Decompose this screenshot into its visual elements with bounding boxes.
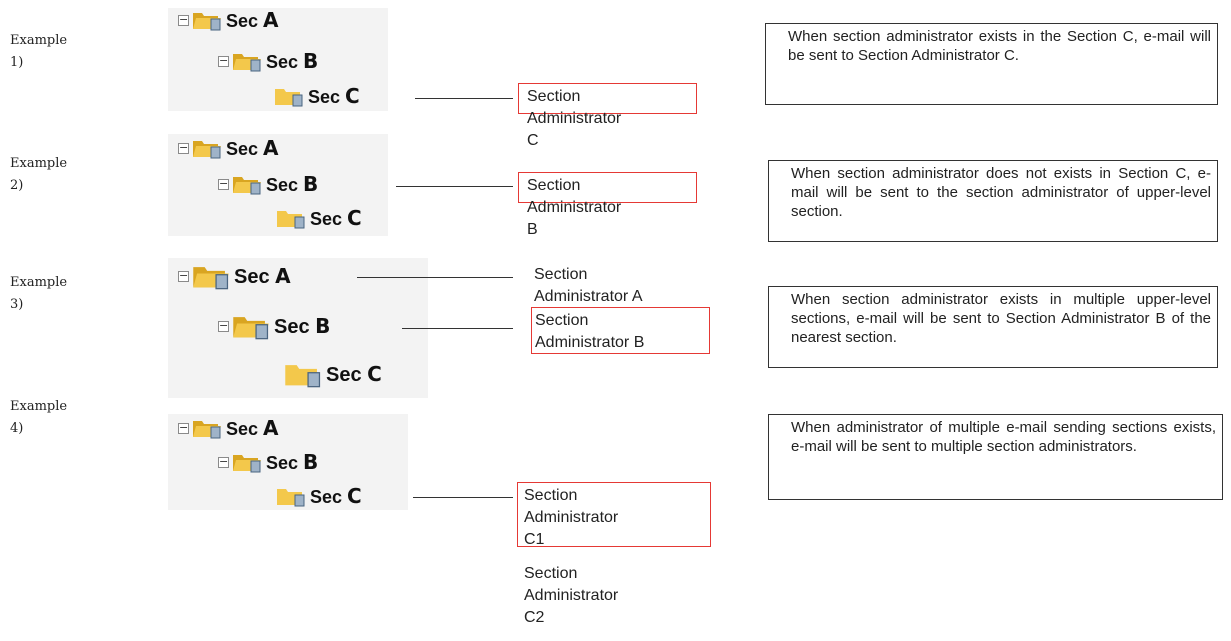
section-label: Sec B [274, 313, 331, 338]
folder-icon [275, 89, 303, 107]
connector-line [415, 98, 513, 99]
section-label: Sec C [310, 206, 362, 230]
highlight-box [518, 83, 697, 114]
collapse-icon[interactable]: − [218, 318, 229, 332]
highlight-box [518, 172, 697, 203]
tree-node-sec-b[interactable]: − Sec B [218, 172, 318, 196]
section-administrator-label: Section Administrator B [535, 312, 645, 351]
tree-node-sec-c[interactable]: Sec C [284, 360, 382, 388]
section-administrator-label: Section Administrator C [527, 88, 622, 149]
collapse-icon[interactable]: − [218, 53, 229, 67]
explanation-note: When section administrator does not exis… [768, 160, 1218, 242]
section-administrator-label: Section Administrator B [527, 177, 622, 238]
section-administrator-label: Section Administrator A [534, 266, 643, 305]
section-label: Sec C [326, 361, 382, 386]
open-folder-icon [233, 177, 261, 195]
explanation-note: When section administrator exists in mul… [768, 286, 1218, 368]
section-label: Sec A [226, 136, 279, 160]
highlight-box [517, 482, 711, 547]
section-label: Sec A [226, 8, 279, 32]
section-label: Sec B [266, 49, 319, 73]
section-label: Sec C [310, 484, 362, 508]
folder-icon [277, 211, 305, 229]
collapse-icon[interactable]: − [218, 454, 229, 468]
collapse-icon[interactable]: − [178, 140, 189, 154]
tree-node-sec-b[interactable]: − Sec B [218, 450, 318, 474]
connector-line [402, 328, 513, 329]
example-1-label: Example 1) [10, 33, 68, 70]
open-folder-icon [233, 455, 261, 473]
tree-node-sec-c[interactable]: Sec C [276, 206, 362, 230]
open-folder-icon [193, 267, 229, 290]
connector-line [357, 277, 513, 278]
section-label: Sec B [266, 450, 319, 474]
explanation-note: When administrator of multiple e-mail se… [768, 414, 1223, 500]
folder-icon [277, 489, 305, 507]
explanation-note: When section administrator exists in the… [765, 23, 1218, 105]
section-label: Sec A [226, 416, 279, 440]
tree-node-sec-a[interactable]: − Sec A [178, 136, 279, 160]
connector-line [413, 497, 513, 498]
tree-node-sec-c[interactable]: Sec C [276, 484, 362, 508]
tree-node-sec-b[interactable]: − Sec B [218, 49, 318, 73]
highlight-box [531, 307, 710, 354]
open-folder-icon [233, 317, 269, 340]
section-administrator-label: Section Administrator C2 [524, 565, 619, 626]
section-label: Sec A [234, 263, 291, 288]
tree-node-sec-a[interactable]: − Sec A [178, 262, 291, 290]
example-2-label: Example 2) [10, 156, 68, 193]
example-4-label: Example 4) [10, 399, 68, 436]
section-label: Sec C [308, 84, 360, 108]
open-folder-icon [233, 54, 261, 72]
tree-node-sec-a[interactable]: − Sec A [178, 416, 279, 440]
open-folder-icon [193, 421, 221, 439]
open-folder-icon [193, 141, 221, 159]
section-administrator-label: Section Administrator C1 [524, 487, 619, 548]
collapse-icon[interactable]: − [218, 176, 229, 190]
open-folder-icon [193, 13, 221, 31]
tree-node-sec-a[interactable]: − Sec A [178, 8, 279, 32]
collapse-icon[interactable]: − [178, 420, 189, 434]
tree-node-sec-b[interactable]: − Sec B [218, 312, 330, 340]
connector-line [396, 186, 513, 187]
tree-node-sec-c[interactable]: Sec C [274, 84, 360, 108]
section-label: Sec B [266, 172, 319, 196]
folder-icon [285, 365, 321, 388]
collapse-icon[interactable]: − [178, 268, 189, 282]
collapse-icon[interactable]: − [178, 12, 189, 26]
example-3-label: Example 3) [10, 275, 68, 312]
